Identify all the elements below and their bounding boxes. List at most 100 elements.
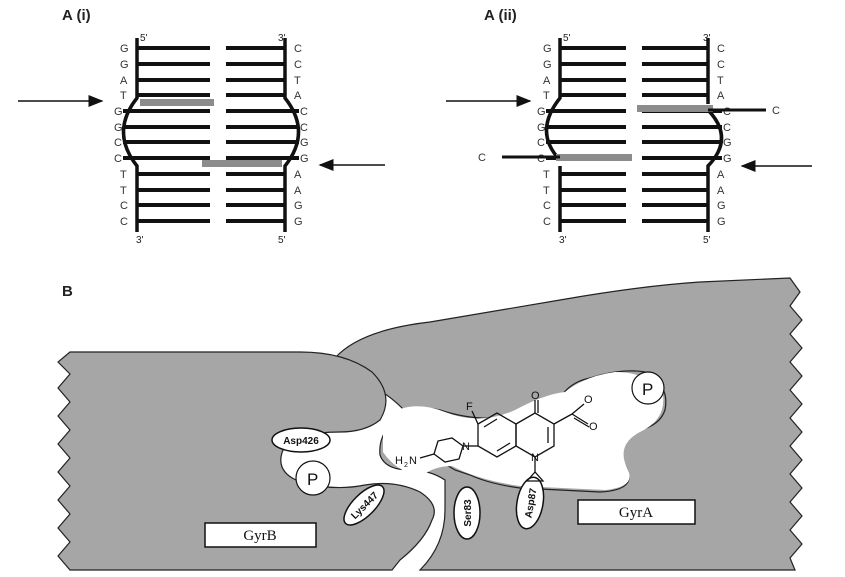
drug-fluorine: F	[466, 401, 473, 413]
a-i-top-right-end: 3'	[278, 33, 286, 44]
a-ii-right-base-9: A	[717, 185, 725, 197]
drug-amine-n: N	[409, 455, 417, 467]
a-i-top-left-end: 5'	[140, 33, 148, 44]
a-ii-left-base-2: A	[543, 75, 551, 87]
phosphate-label-right: P	[642, 380, 653, 399]
a-i-left-base-0: G	[120, 43, 129, 55]
panel-b: B P P Asp426 Lys447 Ser83 Asp87 GyrB	[57, 277, 803, 571]
drug-ring-nitrogen: N	[531, 452, 539, 464]
a-i-left-strand	[121, 38, 139, 232]
drug-carboxyl-oxygen-2: O	[589, 421, 598, 433]
a-ii-left-base-9: T	[543, 185, 550, 197]
a-i-left-base-8: T	[120, 169, 127, 181]
a-i-left-base-10: C	[120, 200, 128, 212]
a-ii-bottom-left-end: 3'	[559, 235, 567, 246]
a-ii-right-base-8: A	[717, 169, 725, 181]
a-ii-right-base-4: C	[723, 106, 731, 118]
a-i-right-base-0: C	[294, 43, 302, 55]
drug-amine-h: H	[395, 455, 403, 467]
a-i-left-base-9: T	[120, 185, 127, 197]
a-i-left-base-1: G	[120, 59, 129, 71]
phosphate-circle-right	[631, 371, 665, 405]
a-ii-right-base-5: C	[723, 122, 731, 134]
residue-ser83-label: Ser83	[463, 499, 474, 527]
residue-asp87-label: Asp87	[523, 487, 539, 519]
residue-ser83: Ser83	[453, 486, 481, 540]
panel-a-i-label: A (i)	[62, 7, 91, 24]
a-ii-right-base-11: G	[717, 216, 726, 228]
a-i-base-pairs	[123, 46, 299, 223]
drug-amine-subscript: 2	[404, 462, 408, 469]
a-ii-overhang-left-base: C	[478, 152, 486, 164]
a-i-right-strand	[283, 38, 301, 232]
gyrb-label: GyrB	[243, 528, 276, 544]
a-ii-right-base-7: G	[723, 153, 732, 165]
a-i-bottom-left-end: 3'	[136, 235, 144, 246]
a-ii-overhang-right-base: C	[772, 105, 780, 117]
a-i-right-base-8: A	[294, 169, 302, 181]
a-i-left-base-5: G	[114, 122, 123, 134]
gyra-label-box	[577, 499, 696, 525]
gyrb-label-box	[204, 522, 317, 548]
a-i-break-top	[140, 99, 214, 106]
a-ii-left-base-6: C	[537, 137, 545, 149]
a-i-left-base-2: A	[120, 75, 128, 87]
a-i-left-base-11: C	[120, 216, 128, 228]
a-i-right-base-7: G	[300, 153, 309, 165]
a-ii-bottom-right-end: 5'	[703, 235, 711, 246]
panel-b-label: B	[62, 283, 73, 300]
a-i-break-bottom	[202, 160, 282, 167]
a-ii-break-bottom	[556, 154, 632, 161]
a-ii-left-base-8: T	[543, 169, 550, 181]
a-ii-left-base-4: G	[537, 106, 546, 118]
gyra-label: GyrA	[619, 505, 653, 521]
a-i-left-base-3: T	[120, 90, 127, 102]
a-i-left-base-7: C	[114, 153, 122, 165]
a-i-left-base-4: G	[114, 106, 123, 118]
a-ii-left-base-11: C	[543, 216, 551, 228]
a-ii-left-base-3: T	[543, 90, 550, 102]
a-ii-left-base-7: C	[537, 153, 545, 165]
a-i-right-base-1: C	[294, 59, 302, 71]
a-ii-right-base-10: G	[717, 200, 726, 212]
residue-asp426-label: Asp426	[283, 436, 319, 447]
a-i-bottom-right-end: 5'	[278, 235, 286, 246]
drug-piperazine-nitrogen: N	[462, 441, 470, 453]
a-ii-right-base-0: C	[717, 43, 725, 55]
residue-asp426	[271, 427, 331, 453]
a-ii-left-base-10: C	[543, 200, 551, 212]
a-ii-left-base-1: G	[543, 59, 552, 71]
a-ii-base-pairs	[546, 46, 722, 223]
a-ii-right-base-1: C	[717, 59, 725, 71]
panel-a-ii-label: A (ii)	[484, 7, 517, 24]
phosphate-label-left: P	[307, 470, 318, 489]
a-i-right-base-10: G	[294, 200, 303, 212]
a-i-left-base-6: C	[114, 137, 122, 149]
a-ii-left-base-0: G	[543, 43, 552, 55]
drug-molecule	[419, 400, 590, 482]
a-i-right-base-5: C	[300, 122, 308, 134]
drug-carboxyl-oxygen: O	[584, 394, 593, 406]
a-i-right-base-3: A	[294, 90, 302, 102]
a-ii-right-base-3: A	[717, 90, 725, 102]
a-i-right-base-9: A	[294, 185, 302, 197]
a-ii-break-top	[637, 105, 713, 112]
a-i-right-base-6: G	[300, 137, 309, 149]
a-ii-top-left-end: 5'	[563, 33, 571, 44]
drug-ketone-oxygen: O	[531, 390, 540, 402]
phosphate-circle-left	[295, 460, 331, 496]
a-ii-right-base-6: G	[723, 137, 732, 149]
a-i-right-base-11: G	[294, 216, 303, 228]
residue-asp87: Asp87	[515, 476, 545, 530]
a-i-right-base-4: C	[300, 106, 308, 118]
a-i-right-base-2: T	[294, 75, 301, 87]
a-ii-left-base-5: G	[537, 122, 546, 134]
a-ii-right-base-2: T	[717, 75, 724, 87]
